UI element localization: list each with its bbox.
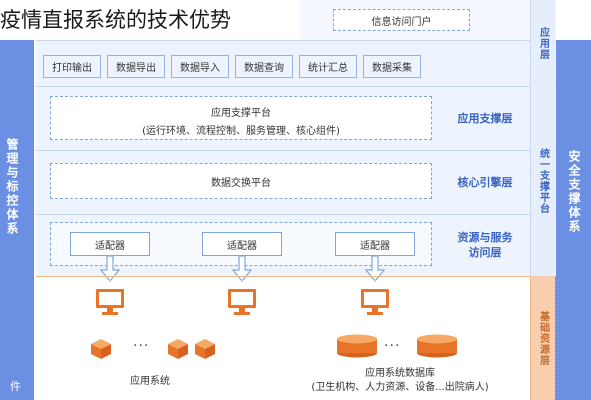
exchange-platform-box: 数据交换平台 <box>50 163 432 199</box>
security-system-label: 安全支撑体系 <box>567 150 581 234</box>
function-box-query: 数据查询 <box>235 55 293 78</box>
ellipsis: ··· <box>133 338 150 354</box>
function-box-export: 数据导出 <box>107 55 165 78</box>
function-box-summary: 统计汇总 <box>299 55 357 78</box>
resource-layer-label: 基础资源层 <box>537 310 549 366</box>
page-title: 疫情直报系统的技术优势 <box>0 8 231 32</box>
monitor-icon <box>228 289 256 315</box>
app-layer-label: 应用层 <box>537 26 549 60</box>
management-system-label: 管理与标控体系 <box>5 138 19 236</box>
database-sub: (卫生机构、人力资源、设备...出院病人) <box>311 382 489 393</box>
database-icon <box>337 334 377 358</box>
support-platform-sub: (运行环境、流程控制、服务管理、核心组件) <box>142 126 340 137</box>
access-label-line1: 资源与服务 <box>457 231 513 244</box>
cube-icon <box>168 339 188 359</box>
monitor-icon <box>96 289 124 315</box>
down-arrow-icon <box>232 256 252 282</box>
down-arrow-icon <box>365 256 385 282</box>
access-label-line2: 访问层 <box>468 246 502 259</box>
support-platform-title: 应用支撑平台 <box>211 108 271 119</box>
watermark: 件 <box>10 380 21 393</box>
app-system-label: 应用系统 <box>130 376 170 387</box>
unified-platform-label: 统一支撑平台 <box>537 148 549 214</box>
database-title: 应用系统数据库 <box>365 368 435 379</box>
monitor-icon <box>361 289 389 315</box>
function-box-collect: 数据采集 <box>363 55 421 78</box>
cube-icon <box>195 339 215 359</box>
cube-icon <box>91 339 111 359</box>
support-platform-box: 应用支撑平台 (运行环境、流程控制、服务管理、核心组件) <box>50 96 432 140</box>
function-box-print: 打印输出 <box>43 55 101 78</box>
unified-platform-col: 统一支撑平台 <box>530 86 555 276</box>
adapter-box-3: 适配器 <box>335 232 415 256</box>
portal-box: 信息访问门户 <box>333 9 470 31</box>
security-system-bar <box>555 40 591 400</box>
core-layer-label: 核心引擎层 <box>457 175 513 189</box>
support-layer-label: 应用支撑层 <box>457 111 513 125</box>
resource-layer-col: 基础资源层 <box>530 276 555 400</box>
adapter-box-1: 适配器 <box>70 232 150 256</box>
adapter-box-2: 适配器 <box>202 232 282 256</box>
app-layer-col: 应用层 <box>530 0 555 86</box>
function-box-import: 数据导入 <box>171 55 229 78</box>
down-arrow-icon <box>100 256 120 282</box>
database-icon <box>417 334 457 358</box>
access-layer-label: 资源与服务 访问层 <box>440 214 530 276</box>
ellipsis: ··· <box>384 338 401 354</box>
management-system-bar <box>0 40 34 400</box>
